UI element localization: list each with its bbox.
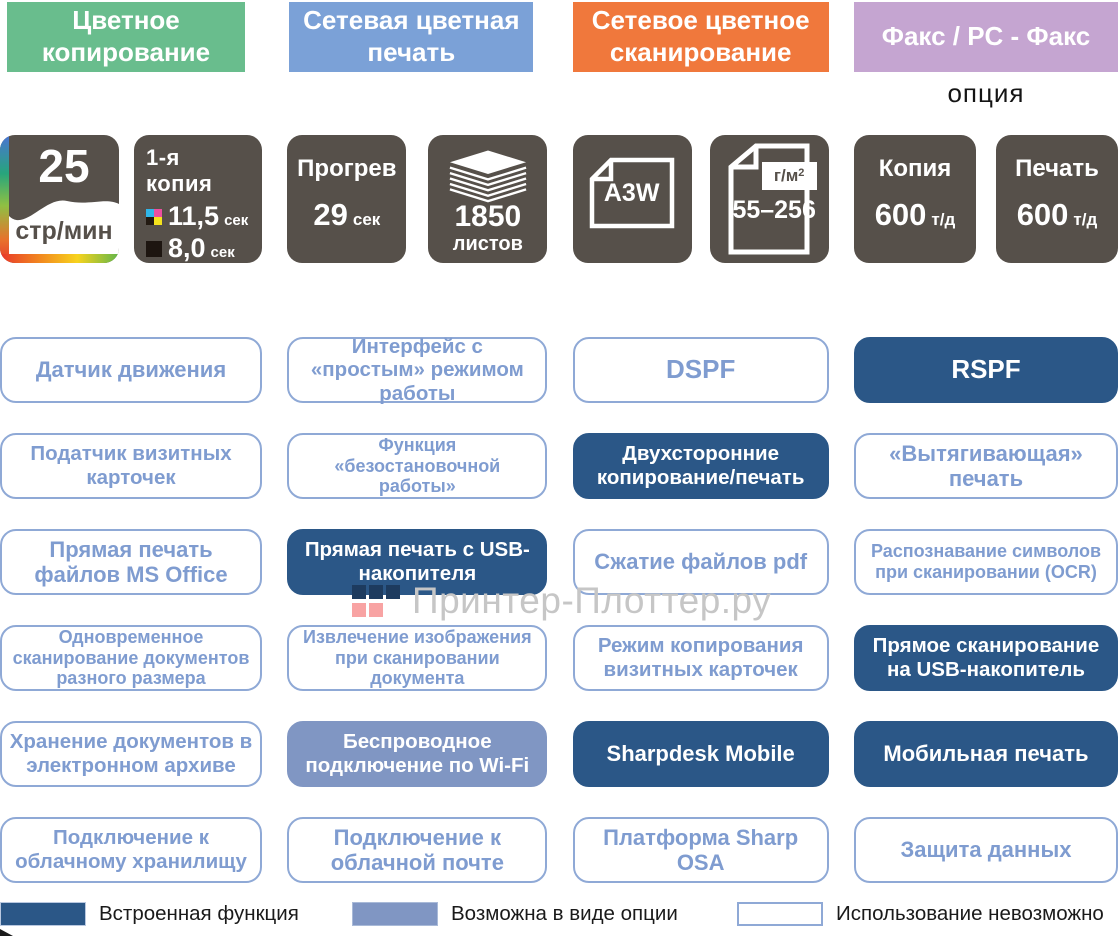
capacity-unit: листов	[452, 232, 523, 255]
warmup-badge: Прогрев 29 сек	[287, 135, 407, 263]
header-copying: Цветное копирование	[7, 2, 245, 72]
paper-stack-icon	[449, 150, 527, 203]
crop-artifact	[0, 929, 13, 936]
header-printing: Сетевая цветная печать	[289, 2, 534, 72]
speed-unit: стр/мин	[15, 217, 113, 245]
legend-swatch-unavailable	[737, 902, 823, 926]
speed-value: 25	[38, 140, 90, 192]
copy-resolution-badge: Копия 600 т/д	[853, 135, 976, 263]
speed-badge: 25 стр/мин	[0, 135, 119, 263]
header-scanning: Сетевое цветное сканирование	[572, 2, 829, 72]
legend: Встроенная функция Возможна в виде опции…	[0, 902, 1118, 932]
spec-badges-resolution: Копия 600 т/д Печать 600 т/д	[853, 135, 1118, 263]
legend-item-unavailable: Использование невозможно	[737, 902, 1104, 926]
feature-cell: Одновременное сканирование документов ра…	[0, 625, 262, 691]
spec-badges-copying: 25 стр/мин 1-я копия 11,5 сек	[0, 135, 262, 263]
legend-label: Возможна в виде опции	[451, 902, 678, 925]
sheet-landscape-icon	[589, 157, 674, 229]
feature-cell: Функция «безостановочной работы»	[287, 433, 548, 499]
first-copy-mono-row: 8,0 сек	[146, 235, 252, 262]
legend-swatch-builtin	[0, 902, 86, 926]
paper-size-badge: A3W	[572, 135, 692, 263]
wave-shape: стр/мин	[9, 192, 119, 254]
feature-cell: Податчик визитных карточек	[0, 433, 262, 499]
first-copy-badge: 1-я копия 11,5 сек 8,0 сек	[134, 135, 262, 263]
feature-cell: Распознавание символов при сканировании …	[853, 529, 1118, 595]
warmup-unit: сек	[352, 210, 381, 229]
columns-grid: Цветное копирование 25 стр/мин 1-я копия	[0, 0, 1118, 883]
first-copy-mono-time: 8,0	[168, 233, 206, 263]
spec-badges-printing: Прогрев 29 сек 1850	[287, 135, 548, 263]
legend-item-builtin: Встроенная функция	[0, 902, 299, 926]
feature-cell: Sharpdesk Mobile	[572, 721, 829, 787]
feature-cell: Подключение к облачной почте	[287, 817, 548, 883]
header-fax: Факс / PC - Факс	[853, 2, 1118, 72]
print-resolution-badge: Печать 600 т/д	[995, 135, 1118, 263]
paper-capacity-badge: 1850 листов	[428, 135, 548, 263]
legend-item-option: Возможна в виде опции	[352, 902, 678, 926]
feature-cell: RSPF	[853, 337, 1118, 403]
first-copy-color-unit: сек	[224, 212, 249, 229]
feature-cell: Прямая печать с USB-накопителя	[287, 529, 548, 595]
feature-cell: Мобильная печать	[853, 721, 1118, 787]
copy-res-title: Копия	[878, 155, 952, 182]
legend-swatch-option	[352, 902, 438, 926]
paper-size-value: A3W	[603, 178, 660, 207]
feature-cell: Подключение к облачному хранилищу	[0, 817, 262, 883]
rainbow-left-edge	[0, 135, 9, 263]
feature-cell: Датчик движения	[0, 337, 262, 403]
feature-cell: «Вытягивающая» печать	[853, 433, 1118, 499]
column-copying: Цветное копирование 25 стр/мин 1-я копия	[0, 0, 262, 883]
rainbow-bottom-edge	[0, 254, 119, 263]
capacity-value: 1850	[454, 200, 522, 233]
warmup-value: 29	[313, 197, 348, 232]
feature-cell: Прямая печать файлов MS Office	[0, 529, 262, 595]
feature-cell: Режим копирования визитных карточек	[572, 625, 829, 691]
copy-res-value: 600	[874, 197, 927, 232]
column-fax: Факс / PC - Факс опция Копия 600 т/д Печ…	[853, 0, 1118, 883]
feature-cell: Платформа Sharp OSA	[572, 817, 829, 883]
feature-cell: Двухсторонние копирование/печать	[572, 433, 829, 499]
column-printing: Сетевая цветная печать Прогрев 29 сек	[287, 0, 548, 883]
first-copy-color-time: 11,5	[168, 201, 220, 231]
sheet-portrait-icon	[728, 143, 810, 255]
warmup-title: Прогрев	[297, 155, 397, 182]
feature-cell: Беспроводное подключение по Wi-Fi	[287, 721, 548, 787]
print-res-unit: т/д	[1073, 210, 1098, 229]
feature-cell: Прямое сканирование на USB-накопитель	[853, 625, 1118, 691]
print-res-title: Печать	[1015, 155, 1099, 182]
fax-option-note: опция	[947, 78, 1025, 108]
header-note-spacer	[287, 72, 547, 108]
feature-cell: Извлечение изображения при сканировании …	[287, 625, 548, 691]
black-swatch-icon	[146, 240, 162, 257]
legend-label: Использование невозможно	[836, 902, 1104, 925]
first-copy-color-row: 11,5 сек	[146, 203, 252, 230]
first-copy-title: 1-я копия	[146, 145, 213, 196]
legend-label: Встроенная функция	[99, 902, 299, 925]
header-note-spacer	[573, 72, 829, 108]
print-res-value: 600	[1016, 197, 1069, 232]
cmyk-swatch-icon	[146, 208, 162, 225]
feature-cell: Защита данных	[853, 817, 1118, 883]
first-copy-mono-unit: сек	[210, 244, 235, 261]
feature-cell: Сжатие файлов pdf	[572, 529, 829, 595]
paper-weight-value: 55–256	[732, 196, 816, 224]
header-note-spacer	[0, 72, 262, 108]
feature-cell: Хранение документов в электронном архиве	[0, 721, 262, 787]
feature-cell: Интерфейс с «простым» режимом работы	[287, 335, 548, 405]
copy-res-unit: т/д	[931, 210, 956, 229]
feature-cell: DSPF	[572, 337, 829, 403]
